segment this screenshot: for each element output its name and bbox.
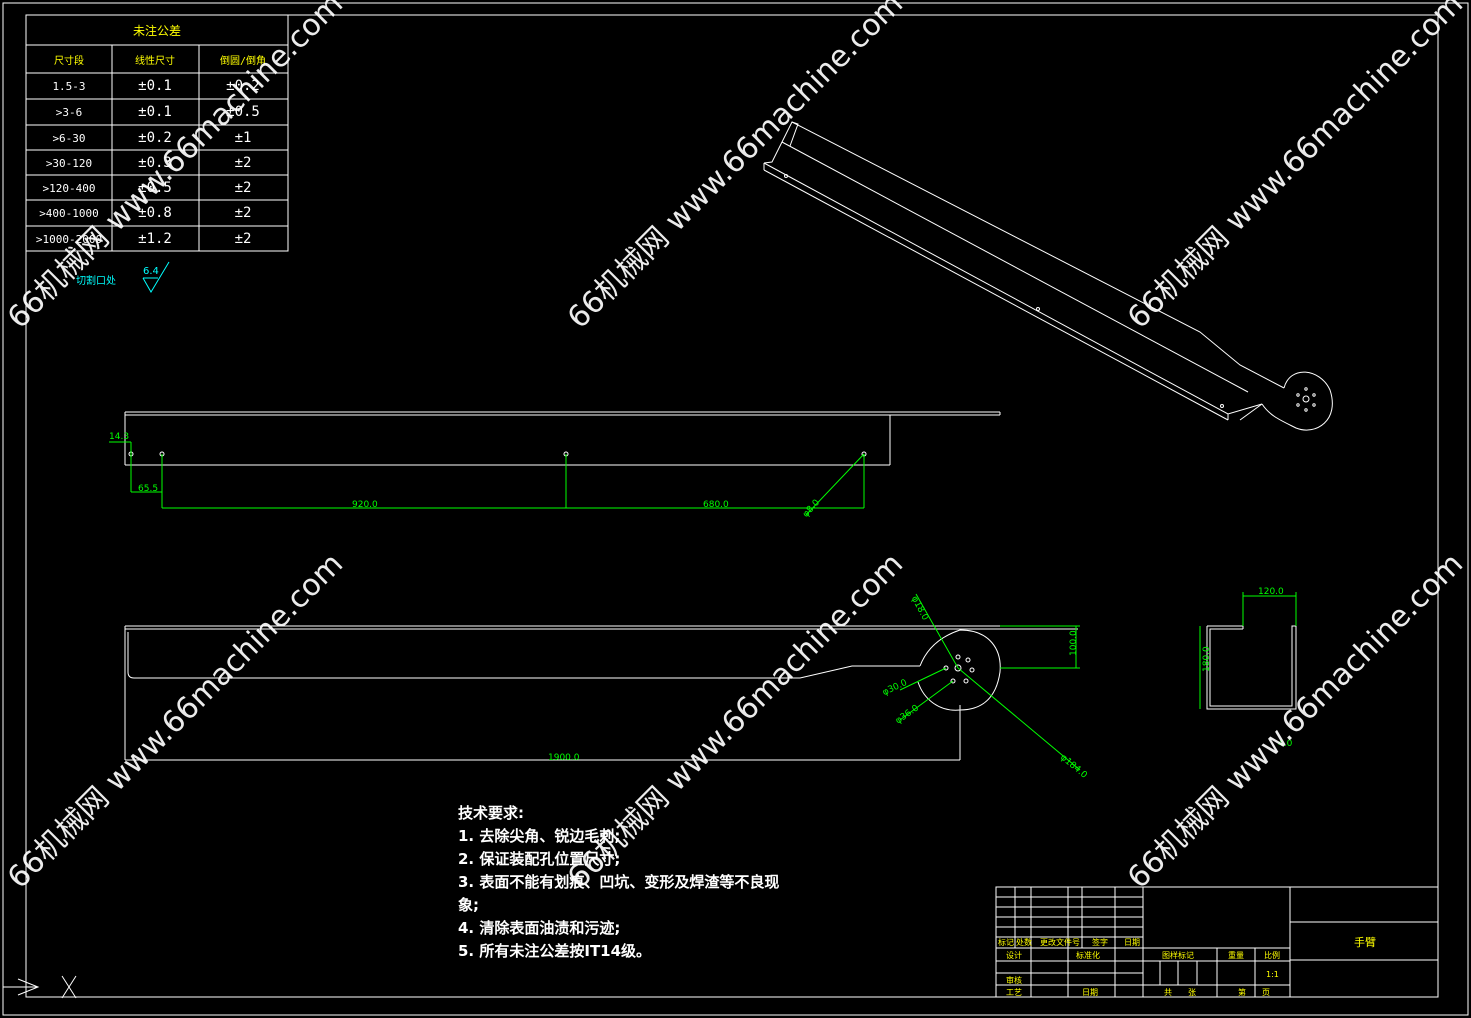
watermarks: 66机械网 www.66machine.com 66机械网 www.66machi… (1, 0, 1470, 896)
dim-thickness: 4.0 (1278, 739, 1293, 749)
tech-item: 象; (458, 896, 479, 914)
watermark-text: 66机械网 www.66machine.com (1, 546, 350, 895)
tb-mark: 标记 (998, 937, 1014, 947)
tolerance-table-cell: ±0.1 (138, 78, 172, 94)
tolerance-table-header: 线性尺寸 (135, 54, 175, 67)
tech-item: 1. 去除尖角、锐边毛刺; (458, 827, 621, 845)
dim-dia-small: φ18.0 (909, 595, 930, 623)
dim-span1: 920.0 (352, 500, 378, 510)
title-block-labels: 标记 处数 更改文件号 签字 日期 设计 标准化 审核 工艺 日期 图样标记 重… (998, 937, 1280, 997)
roughness-value: 6.4 (143, 266, 159, 277)
tb-sign: 签字 (1092, 937, 1108, 947)
tolerance-table-header: 倒圆/倒角 (220, 55, 266, 67)
tb-stage-mark: 图样标记 (1162, 950, 1194, 960)
tolerance-table-cell: ±2 (235, 180, 252, 196)
tolerance-table-cell: >3-6 (56, 106, 83, 119)
tech-requirements: 技术要求: 1. 去除尖角、锐边毛刺; 2. 保证装配孔位置尺寸; 3. 表面不… (458, 802, 779, 963)
watermark-text: 66机械网 www.66machine.com (561, 0, 910, 336)
watermark-text: 66机械网 www.66machine.com (1121, 546, 1470, 895)
isometric-view (763, 121, 1333, 431)
tolerance-table-cell: >120-400 (43, 182, 96, 195)
dim-edge: 14.3 (109, 432, 129, 442)
tolerance-table-cell: 1.5-3 (52, 80, 85, 93)
tb-weight: 重量 (1228, 950, 1244, 960)
tb-total: 共 (1164, 988, 1172, 997)
tolerance-table-cell: >6-30 (52, 132, 85, 145)
tolerance-table-cell: ±0.3 (138, 155, 172, 171)
tolerance-table-cell: ±0.5 (138, 180, 172, 196)
tolerance-table-cell: ±2 (235, 205, 252, 221)
tolerance-table-cell: ±0.2 (138, 130, 172, 146)
tolerance-table-cell: ±0.2 (226, 78, 260, 94)
tb-design: 设计 (1006, 950, 1022, 960)
tb-scale: 1:1 (1266, 970, 1279, 979)
tolerance-table-cell: ±2 (235, 155, 252, 171)
corner-markers (3, 975, 77, 999)
tb-standardize: 标准化 (1076, 950, 1100, 960)
tb-count: 处数 (1016, 937, 1032, 947)
tolerance-table-cell: ±0.8 (138, 205, 172, 221)
tolerance-table-cell: ±1 (235, 130, 252, 146)
dim-dia-hole: φ36.0 (894, 703, 921, 726)
tolerance-table-cell: ±2 (235, 231, 252, 247)
end-view: 120.0 180.0 4.0 (1199, 587, 1297, 749)
tech-item: 4. 清除表面油渍和污迹; (458, 919, 621, 937)
tech-item: 3. 表面不能有划痕、凹坑、变形及焊渣等不良现 (458, 873, 780, 891)
dim-end-height: 180.0 (1202, 646, 1212, 672)
tolerance-table-cell: >400-1000 (39, 207, 99, 220)
tb-date2: 日期 (1082, 988, 1098, 997)
tolerance-table-cell: ±0.5 (226, 104, 260, 120)
dim-pcd: φ30.0 (881, 678, 909, 698)
tolerance-table-cell: >1000-2000 (36, 233, 102, 246)
inner-frame (25, 14, 1439, 998)
dim-span2: 680.0 (703, 500, 729, 510)
tolerance-table-cell: >30-120 (46, 157, 92, 170)
tolerance-table-header: 尺寸段 (54, 54, 84, 67)
side-view: 14.3 65.5 920.0 680.0 φ8.0 (109, 411, 1001, 520)
title-block (995, 886, 1439, 998)
roughness-note: 切割口处 (76, 274, 116, 287)
tb-date: 日期 (1124, 938, 1140, 947)
dim-length: 1900.0 (548, 753, 580, 763)
tb-sheets: 张 (1188, 988, 1196, 997)
dim-height: 100.0 (1069, 630, 1079, 656)
tech-item: 5. 所有未注公差按IT14级。 (458, 942, 652, 960)
dim-width: 120.0 (1258, 587, 1284, 597)
tech-title: 技术要求: (458, 804, 524, 822)
part-name: 手臂 (1354, 935, 1376, 949)
roughness-symbol (142, 261, 170, 293)
tb-ratio: 比例 (1264, 950, 1280, 960)
watermark-text: 66机械网 www.66machine.com (1121, 0, 1470, 336)
dim-dia-big: φ184.0 (1058, 753, 1089, 781)
tolerance-table-title: 未注公差 (133, 23, 181, 38)
tech-item: 2. 保证装配孔位置尺寸; (458, 850, 621, 868)
tb-file-no: 更改文件号 (1040, 937, 1080, 947)
tb-review: 审核 (1006, 975, 1022, 985)
tolerance-table-cell: ±1.2 (138, 231, 172, 247)
tb-sheet-no: 第 (1238, 987, 1246, 997)
tolerance-table-cell: ±0.1 (138, 104, 172, 120)
dim-hole1: 65.5 (138, 484, 158, 494)
tb-process: 工艺 (1006, 988, 1022, 997)
tb-page: 页 (1262, 988, 1270, 997)
tolerance-table (25, 14, 289, 252)
